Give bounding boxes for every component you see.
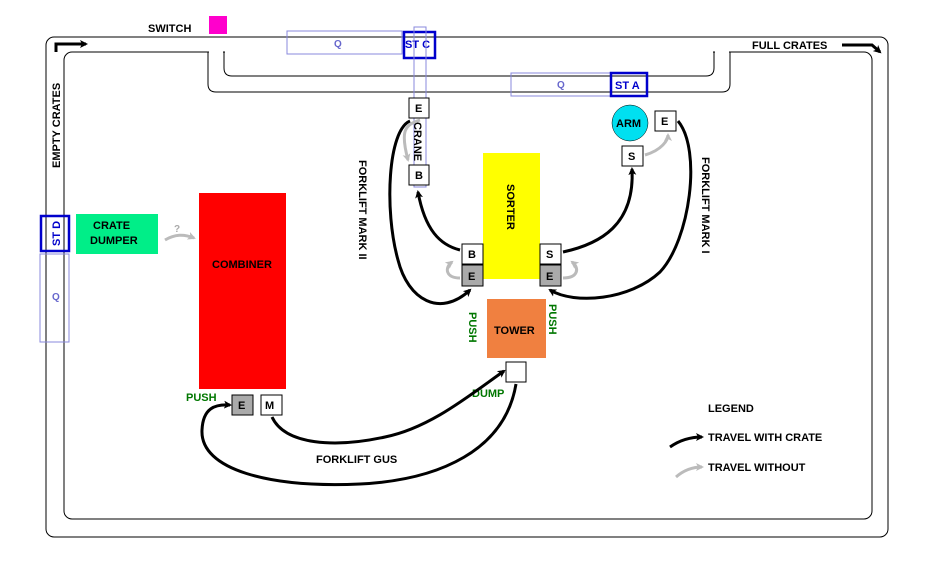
track-arrow-right (842, 43, 882, 54)
legend-with-crate-label: TRAVEL WITH CRATE (708, 432, 822, 444)
station-d (39, 214, 71, 253)
queue-st-a-label: Q (557, 80, 565, 91)
switch-label: SWITCH (148, 23, 191, 35)
port-sorter-b: B (461, 243, 484, 265)
port-combiner-m: M (260, 394, 283, 416)
port-tower-dump (505, 361, 527, 383)
path-sorter-b-to-crane (415, 190, 461, 252)
svg-text:M: M (265, 400, 274, 412)
push-combiner-label: PUSH (186, 392, 217, 404)
sorter-label: SORTER (504, 184, 516, 230)
push-right-label: PUSH (546, 304, 558, 335)
legend-without-label: TRAVEL WITHOUT (708, 462, 806, 474)
combiner (199, 193, 286, 389)
queue-st-d (39, 253, 70, 343)
svg-text:E: E (546, 271, 553, 283)
path-dumper-without (164, 232, 196, 242)
port-sorter-e-left: E (461, 264, 484, 287)
tower (487, 299, 546, 358)
station-c (402, 30, 437, 60)
path-sorter-s-to-arm (562, 167, 637, 254)
path-sorter-right-without (562, 260, 580, 280)
legend-without-arrow (675, 463, 704, 479)
push-left-label: PUSH (466, 312, 478, 343)
branch-loop-outer (207, 52, 731, 93)
path-gus-to-tower (270, 369, 506, 445)
queue-st-c-label: Q (334, 39, 342, 50)
forklift-mark-i-label: FORKLIFT MARK I (699, 157, 711, 254)
crate-dumper-label-1: CRATE (93, 220, 130, 232)
svg-text:S: S (546, 249, 553, 261)
crane-label: CRANE (411, 122, 423, 161)
port-combiner-e: E (231, 394, 254, 416)
dump-label: DUMP (472, 388, 504, 400)
sorter (483, 153, 540, 279)
svg-text:B: B (415, 170, 423, 182)
dumper-question-label: ? (174, 224, 180, 235)
path-crane-without (402, 118, 421, 162)
path-arm-without (644, 133, 672, 157)
svg-text:E: E (468, 271, 475, 283)
svg-text:E: E (238, 400, 245, 412)
svg-text:B: B (468, 249, 476, 261)
combiner-label: COMBINER (212, 259, 272, 271)
outer-track (45, 36, 889, 538)
svg-text:S: S (628, 151, 635, 163)
switch-marker (209, 16, 227, 34)
track-arrow-left (54, 40, 88, 52)
svg-text:E: E (661, 116, 668, 128)
path-sorter-left-without (444, 260, 461, 280)
full-crates-label: FULL CRATES (752, 40, 827, 52)
arm (611, 104, 649, 142)
port-arm-e: E (654, 110, 677, 132)
tower-label: TOWER (494, 325, 535, 337)
path-gus-to-combiner (200, 383, 518, 487)
arm-label: ARM (616, 118, 641, 130)
empty-crates-label: EMPTY CRATES (51, 83, 63, 168)
port-sorter-e-right: E (539, 264, 562, 287)
port-sorter-s: S (539, 243, 562, 265)
queue-st-d-label: Q (52, 292, 60, 303)
branch-loop-inner (223, 52, 715, 77)
port-arm-s: S (621, 145, 644, 167)
station-a-label: ST A (615, 80, 640, 92)
station-a (609, 71, 649, 98)
forklift-gus-label: FORKLIFT GUS (316, 454, 397, 466)
legend-title: LEGEND (708, 403, 754, 415)
crate-dumper (76, 214, 158, 254)
port-crane-b: B (408, 164, 430, 186)
path-mark-i-with-crate (548, 120, 693, 300)
forklift-mark-ii-label: FORKLIFT MARK II (356, 160, 368, 260)
crate-dumper-label-2: DUMPER (90, 235, 138, 247)
svg-text:E: E (415, 103, 422, 115)
path-mark-ii-with-crate (388, 119, 472, 305)
legend-with-crate-arrow (669, 433, 704, 449)
queue-st-c (286, 30, 403, 55)
station-d-label: ST D (51, 221, 63, 246)
station-c-label: ST C (405, 39, 430, 51)
port-crane-e: E (408, 97, 430, 119)
